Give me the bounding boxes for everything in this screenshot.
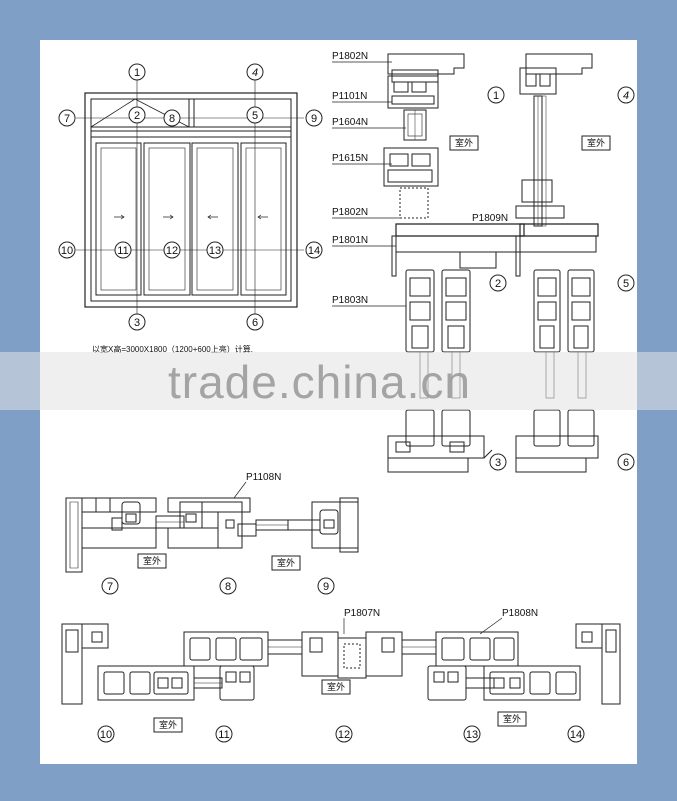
part-codes-vertical: P1802N P1101N P1604N P1615N P1802N P1801…	[332, 51, 508, 306]
outside-label-7: 室外	[503, 713, 521, 724]
h-callout-12: 12	[338, 729, 350, 741]
callout-4: 4	[252, 67, 258, 79]
callout-10: 10	[61, 245, 73, 257]
callout-11: 11	[117, 245, 128, 257]
horizontal-section-lower	[61, 623, 621, 705]
callout-8: 8	[169, 113, 175, 125]
v-callout-5: 5	[623, 278, 629, 290]
upper-section-labels: 室外 室外	[137, 553, 301, 571]
callout-5: 5	[252, 110, 258, 122]
code-p1809n: P1809N	[472, 213, 508, 224]
code-p1808n: P1808N	[502, 608, 538, 619]
callout-9: 9	[311, 113, 317, 125]
upper-section-callouts: 7 8 9	[101, 577, 335, 595]
callout-3: 3	[134, 317, 140, 329]
v-callout-4: 4	[623, 90, 629, 102]
v-callout-2: 2	[495, 278, 501, 290]
outside-label-1: 室外	[455, 137, 473, 148]
front-caption: 以宽X高=3000X1800（1200+600上亮）计算.	[92, 344, 253, 354]
callout-12: 12	[166, 245, 178, 257]
code-p1101n: P1101N	[332, 91, 367, 102]
v-callout-3: 3	[495, 457, 501, 469]
outside-labels-top: 室外 室外	[449, 135, 611, 151]
outside-label-4: 室外	[277, 557, 295, 568]
code-p1604n: P1604N	[332, 117, 368, 128]
h-callout-10: 10	[100, 729, 112, 741]
outside-label-5: 室外	[327, 681, 345, 692]
v-callout-1: 1	[493, 90, 499, 102]
part-leaders	[332, 61, 518, 307]
outside-label-3: 室外	[143, 555, 161, 566]
lower-section-labels: 室外 室外 室外	[153, 679, 527, 733]
callout-7: 7	[64, 113, 70, 125]
leader-p1108n	[233, 481, 247, 499]
technical-drawing: 1 4 7 2 8 5 9 10 11 12 13 14 3 6 以宽X高=30…	[58, 51, 635, 743]
code-p1802n-mid: P1802N	[332, 207, 368, 218]
callout-1: 1	[134, 67, 140, 79]
callout-6: 6	[252, 317, 258, 329]
h-callout-11: 11	[218, 729, 229, 741]
code-p1803n: P1803N	[332, 295, 368, 306]
h-callout-9: 9	[323, 581, 329, 593]
part-codes-lower: P1807N P1808N	[344, 608, 538, 619]
code-p1802n-top: P1802N	[332, 51, 368, 62]
code-p1807n: P1807N	[344, 608, 380, 619]
watermark-band	[0, 352, 677, 410]
front-elevation	[76, 80, 304, 317]
code-p1615n: P1615N	[332, 153, 368, 164]
lower-leaders	[343, 617, 503, 635]
code-p1108n: P1108N	[246, 472, 281, 483]
outside-label-2: 室外	[587, 137, 605, 148]
watermark-text: trade.china.cn	[168, 356, 471, 408]
outside-label-6: 室外	[159, 719, 177, 730]
h-callout-13: 13	[466, 729, 478, 741]
vertical-callouts: 1 4 2 5 3 6	[487, 86, 635, 471]
vertical-section-right	[515, 53, 599, 473]
h-callout-8: 8	[225, 581, 231, 593]
callout-2: 2	[134, 110, 140, 122]
callout-14: 14	[308, 245, 320, 257]
v-callout-6: 6	[623, 457, 629, 469]
h-callout-7: 7	[107, 581, 113, 593]
lower-section-callouts: 10 11 12 13 14	[97, 725, 585, 743]
callout-13: 13	[209, 245, 221, 257]
front-callouts: 1 4 7 2 8 5 9 10 11 12 13 14 3 6	[58, 63, 323, 331]
h-callout-14: 14	[570, 729, 582, 741]
horizontal-section-upper	[65, 497, 359, 573]
code-p1801n: P1801N	[332, 235, 368, 246]
